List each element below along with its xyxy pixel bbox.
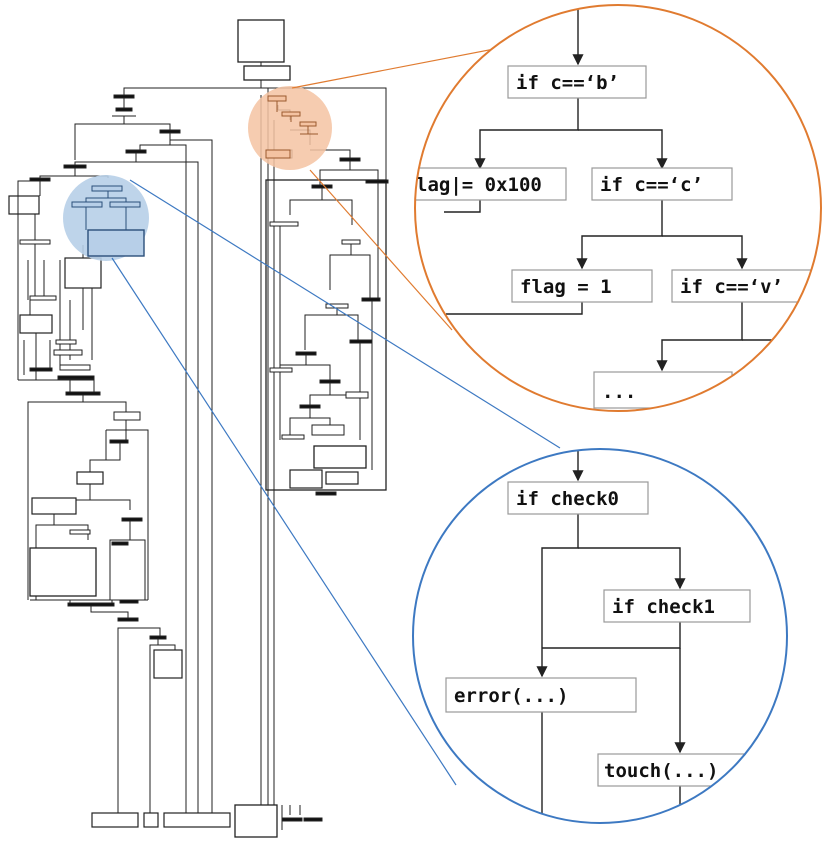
cfg-block [281, 817, 303, 822]
blue-zoom-circle-border [412, 448, 788, 824]
cfg-block [119, 599, 139, 604]
cfg-block [295, 351, 317, 356]
cfg-block [303, 817, 323, 822]
cfg-exit-block [234, 804, 278, 838]
node-if-check0 [507, 481, 649, 515]
cfg-block [339, 157, 361, 162]
node-error [445, 677, 637, 713]
cfg-block [76, 471, 104, 485]
node-if-c-b-label: if c==‘b’ [516, 72, 619, 94]
cfg-block [265, 179, 387, 491]
blue-connector-upper [129, 179, 561, 449]
cfg-block [59, 364, 91, 371]
cfg-overview [8, 19, 389, 838]
cfg-block [53, 349, 83, 356]
node-if-c-v [671, 269, 821, 303]
node-flag-set [511, 269, 653, 303]
cfg-block [29, 547, 97, 597]
cfg-block [349, 339, 373, 344]
cfg-block [341, 239, 361, 245]
node-flag-or [415, 167, 567, 201]
cfg-entry-block [237, 19, 285, 63]
node-flag-or-label: lag|= 0x100 [416, 174, 542, 196]
node-if-c-c-label: if c==‘c’ [600, 174, 703, 196]
cfg-block [289, 469, 323, 489]
orange-highlight-detail [265, 95, 318, 159]
cfg-block [365, 179, 389, 184]
node-ellipsis-label: ... [602, 381, 636, 403]
cfg-block [67, 602, 115, 607]
cfg-block [313, 445, 367, 469]
cfg-block [311, 424, 345, 436]
cfg-block [8, 195, 40, 215]
cfg-block [115, 107, 133, 112]
cfg-block [325, 471, 359, 485]
cfg-block [111, 541, 129, 546]
node-if-check1 [603, 589, 751, 623]
cfg-block [153, 649, 183, 679]
orange-highlight-spot [248, 86, 332, 170]
blue-connector-lower [111, 257, 457, 786]
blue-highlight-detail [71, 185, 145, 257]
cfg-block [109, 439, 129, 444]
cfg-block [315, 491, 337, 496]
cfg-block [163, 812, 231, 828]
cfg-block [361, 297, 381, 302]
cfg-block [143, 812, 159, 828]
node-touch-label: touch(...) [604, 760, 718, 782]
cfg-block [121, 517, 143, 522]
cfg-block [311, 184, 333, 189]
orange-connector-upper [291, 43, 521, 89]
cfg-block [299, 404, 321, 409]
cfg-block [63, 164, 87, 169]
cfg-block [65, 391, 101, 396]
cfg-block [113, 94, 135, 99]
node-error-label: error(...) [454, 685, 568, 707]
node-if-c-v-label: if c==‘v’ [680, 276, 783, 298]
cfg-block [31, 497, 77, 515]
cfg-block [149, 635, 167, 640]
cfg-block [91, 812, 139, 828]
cfg-block [29, 295, 57, 301]
cfg-block [69, 529, 91, 535]
cfg-block [64, 257, 102, 289]
cfg-block [159, 129, 181, 134]
node-if-c-c [591, 167, 733, 201]
cfg-block [29, 367, 53, 372]
cfg-block [19, 314, 53, 334]
cfg-block [269, 221, 299, 227]
node-flag-set-label: flag = 1 [520, 276, 612, 298]
cfg-block [57, 375, 95, 380]
node-if-c-b [507, 65, 647, 99]
orange-connector-lower [309, 169, 453, 331]
cfg-block [281, 434, 305, 440]
orange-zoom-circle-bg [415, 5, 821, 411]
cfg-block [319, 379, 341, 384]
cfg-block [117, 617, 139, 622]
blue-zoom-circle-bg [413, 449, 787, 823]
node-if-check0-label: if check0 [516, 488, 619, 510]
orange-zoom-content: if c==‘b’ lag|= 0x100 if c==‘c’ flag = 1… [415, 5, 821, 409]
node-if-check1-label: if check1 [612, 596, 715, 618]
cfg-block [125, 149, 147, 154]
cfg-block [113, 411, 141, 421]
cfg-block [269, 367, 293, 373]
cfg-block [243, 65, 291, 81]
cfg-block [55, 339, 77, 345]
orange-zoom-circle-border [414, 4, 822, 412]
cfg-block [19, 239, 51, 245]
cfg-block [345, 391, 369, 399]
